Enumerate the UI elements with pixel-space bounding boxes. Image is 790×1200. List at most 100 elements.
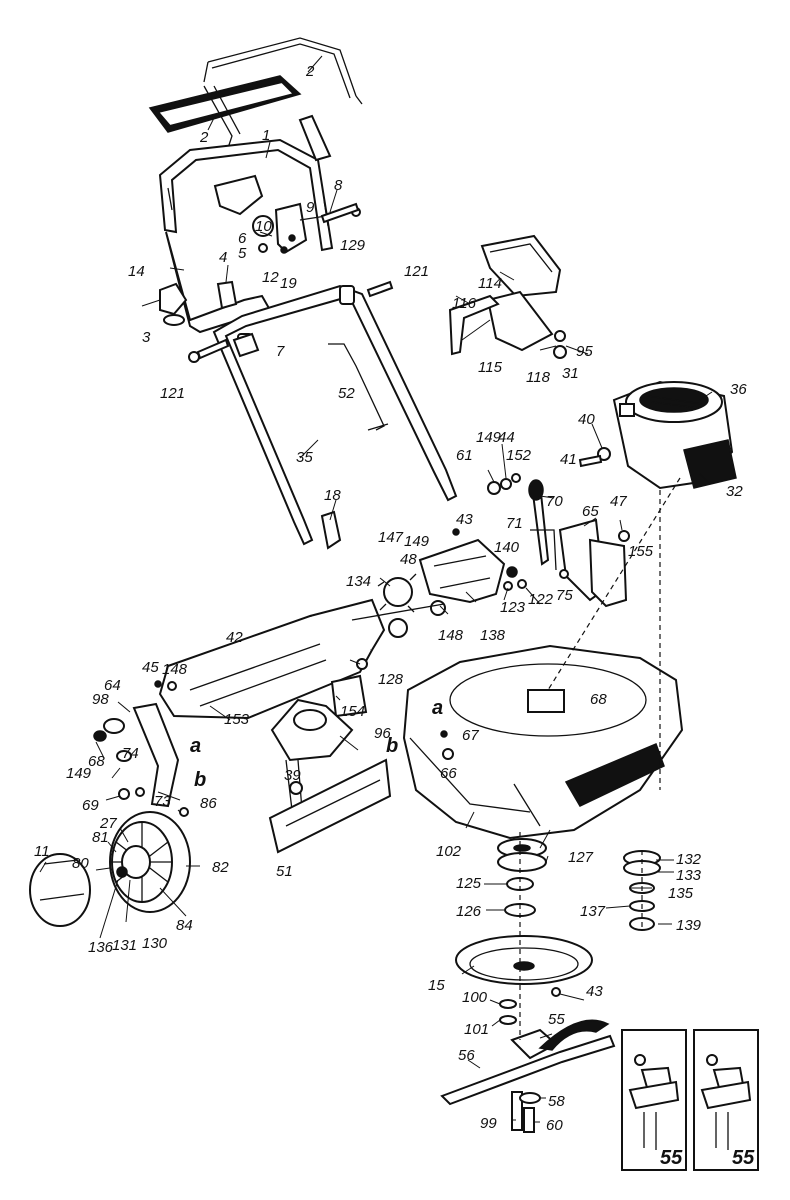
label-14: 14 xyxy=(128,263,145,280)
label-95: 95 xyxy=(576,343,593,360)
label-134: 134 xyxy=(346,573,371,590)
engine-group xyxy=(448,234,737,542)
label-55-main: 55 xyxy=(548,1011,565,1028)
label-9: 9 xyxy=(306,199,315,216)
cable-clip-7 xyxy=(232,332,260,358)
rear-frame-group xyxy=(93,598,445,854)
label-19: 19 xyxy=(280,275,297,292)
label-61: 61 xyxy=(456,447,473,464)
label-131: 131 xyxy=(112,937,137,954)
label-73: 73 xyxy=(154,793,171,810)
label-64: 64 xyxy=(104,677,121,694)
label-130: 130 xyxy=(142,935,168,952)
label-121-right: 121 xyxy=(404,263,429,280)
label-149-left: 149 xyxy=(66,765,92,782)
inset-adapter-right xyxy=(693,1029,759,1171)
label-148-mid: 148 xyxy=(438,627,464,644)
label-7: 7 xyxy=(276,343,285,360)
label-65: 65 xyxy=(582,503,599,520)
marker-b-side: b xyxy=(194,769,206,791)
label-128: 128 xyxy=(378,671,404,688)
bolt-5 xyxy=(258,243,268,253)
marker-a-side: a xyxy=(190,735,201,757)
label-32: 32 xyxy=(726,483,743,500)
label-96: 96 xyxy=(374,725,391,742)
label-10: 10 xyxy=(255,218,272,235)
part-10-ring xyxy=(252,215,274,237)
washer-58 xyxy=(519,1092,541,1104)
label-44: 44 xyxy=(498,429,515,446)
label-4: 4 xyxy=(219,249,227,266)
label-132: 132 xyxy=(676,851,702,868)
callout-labels: 2 2 1 8 9 10 6 129 5 4 14 12 19 121 3 7 … xyxy=(34,63,755,1169)
label-137: 137 xyxy=(580,903,606,920)
alignment-lines xyxy=(519,477,681,1040)
label-8: 8 xyxy=(334,177,343,194)
washer-69 xyxy=(118,788,130,800)
washer-101 xyxy=(499,1015,517,1025)
adjust-controls-group xyxy=(377,473,628,638)
fastener-128 xyxy=(356,658,368,670)
label-153: 153 xyxy=(224,711,250,728)
wing-knob-3 xyxy=(159,282,188,316)
label-55-inset-left: 55 xyxy=(660,1147,683,1169)
label-122: 122 xyxy=(528,591,554,608)
label-67: 67 xyxy=(462,727,479,744)
label-138: 138 xyxy=(480,627,506,644)
label-41: 41 xyxy=(560,451,577,468)
screw-43-upper xyxy=(452,528,460,536)
leader-lines xyxy=(39,55,713,1123)
hubcap-11 xyxy=(29,853,92,927)
label-121-left: 121 xyxy=(160,385,185,402)
marker-a-deck: a xyxy=(432,697,443,719)
label-45: 45 xyxy=(142,659,159,676)
upper-handle-group xyxy=(148,37,458,550)
control-bracket xyxy=(213,174,264,216)
adjust-plate-155 xyxy=(588,538,628,608)
label-139: 139 xyxy=(676,917,702,934)
rear-wheel-group xyxy=(29,811,191,927)
cable-clip-18 xyxy=(320,510,342,550)
label-2-mid: 2 xyxy=(199,129,209,146)
label-114: 114 xyxy=(478,275,502,292)
hub-130 xyxy=(116,866,128,878)
shaft-134 xyxy=(351,603,445,621)
label-27: 27 xyxy=(99,815,117,832)
bolt-121-right xyxy=(366,280,394,298)
label-116: 116 xyxy=(452,295,477,312)
bushing-98 xyxy=(103,718,125,734)
label-56: 56 xyxy=(458,1047,475,1064)
deck-group xyxy=(402,644,684,840)
upper-handle-loop xyxy=(158,138,334,252)
label-11: 11 xyxy=(34,843,50,860)
label-135: 135 xyxy=(668,885,694,902)
control-lever xyxy=(274,202,308,254)
lower-handle-loop xyxy=(212,284,458,546)
label-70: 70 xyxy=(546,493,563,510)
engine-shroud-114 xyxy=(480,234,562,298)
label-42: 42 xyxy=(226,629,243,646)
label-31: 31 xyxy=(562,365,579,382)
washer-100 xyxy=(499,999,517,1009)
label-43-bottom: 43 xyxy=(586,983,603,1000)
inner-bail-rod xyxy=(203,85,241,149)
screw-43-lower xyxy=(551,987,561,997)
label-123: 123 xyxy=(500,599,526,616)
bolt-8 xyxy=(320,202,360,224)
washer-61 xyxy=(487,481,501,495)
nut-44 xyxy=(511,473,521,483)
label-149-mid: 149 xyxy=(404,533,430,550)
label-6: 6 xyxy=(238,230,247,247)
label-149-top: 149 xyxy=(476,429,502,446)
washer-75 xyxy=(559,569,569,579)
label-99: 99 xyxy=(480,1115,497,1132)
label-2-top: 2 xyxy=(305,63,315,80)
label-18: 18 xyxy=(324,487,341,504)
label-1: 1 xyxy=(262,127,270,144)
label-98: 98 xyxy=(92,691,109,708)
label-86: 86 xyxy=(200,795,217,812)
label-126: 126 xyxy=(456,903,482,920)
label-39: 39 xyxy=(284,767,301,784)
nut-47 xyxy=(618,530,630,542)
